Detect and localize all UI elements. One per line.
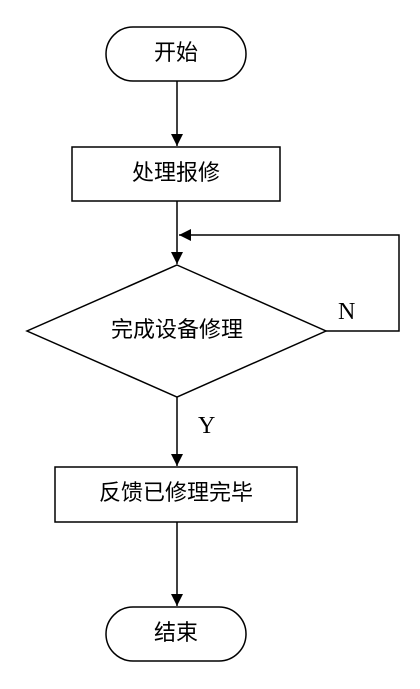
feedback-box [54, 466, 298, 523]
process-report-label: 处理报修 [131, 161, 220, 186]
arrow-no-loop [179, 229, 400, 332]
start-terminal [105, 26, 247, 82]
decision-label: 完成设备修理 [110, 318, 243, 343]
process-report-box [71, 146, 281, 202]
end-label: 结束 [153, 621, 198, 646]
yes-branch-label: Y [198, 413, 216, 439]
end-terminal [105, 606, 247, 662]
start-label: 开始 [153, 41, 198, 66]
feedback-label: 反馈已修理完毕 [98, 481, 253, 506]
no-branch-label: N [338, 299, 356, 325]
